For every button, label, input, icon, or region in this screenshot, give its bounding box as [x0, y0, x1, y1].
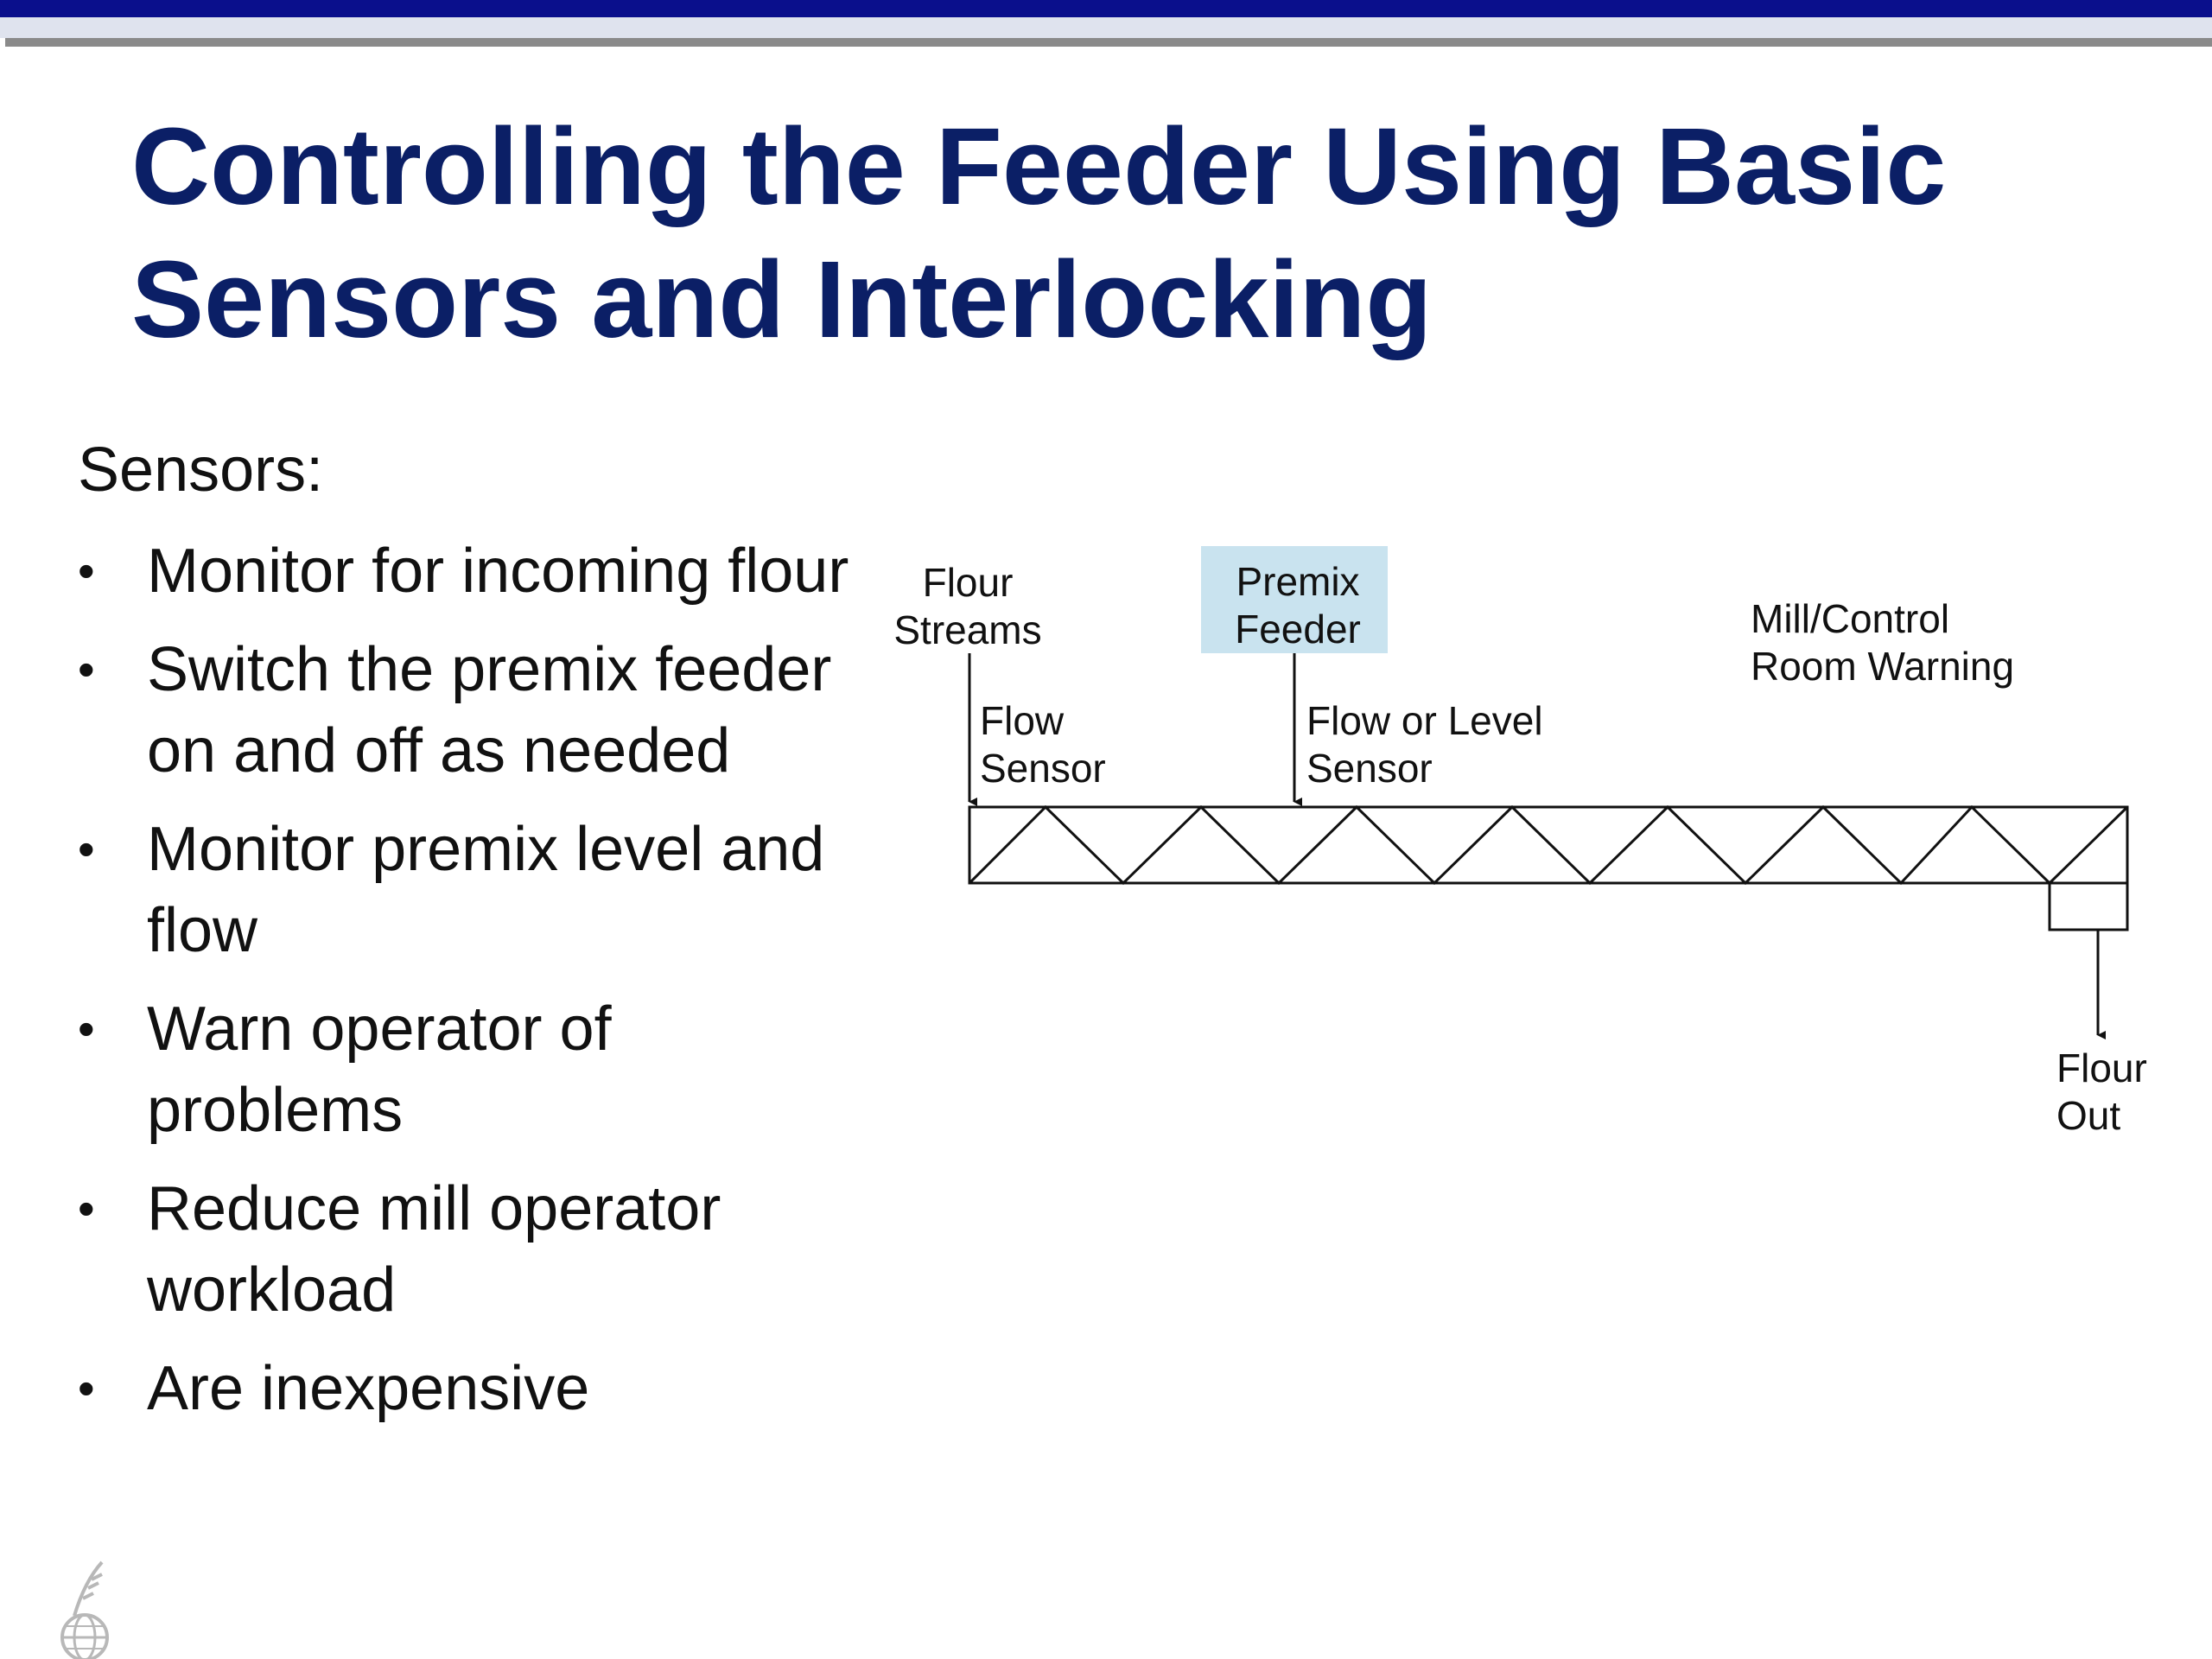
flow-sensor-label-line-2: Sensor: [980, 746, 1106, 791]
header-bar: [0, 0, 2212, 17]
bullet-dot: •: [78, 1181, 95, 1236]
flour-out-label-line-1: Flour: [2056, 1046, 2147, 1090]
bullet-text-line-2: flow: [147, 896, 258, 965]
premix-feeder-box: [1201, 546, 1388, 653]
bullet-text: Monitor for incoming flour: [147, 537, 849, 606]
header-band: [0, 17, 2212, 38]
bullet-item: • Switch the premix feeder on and off as…: [78, 629, 873, 791]
screw-conveyor: [968, 805, 2129, 885]
sensors-heading: Sensors:: [78, 435, 324, 505]
bullet-text-line-1: Switch the premix feeder: [147, 635, 832, 704]
flow-level-sensor-label-line-2: Sensor: [1306, 746, 1433, 791]
sensor-bullet-list: • Monitor for incoming flour • Switch th…: [78, 531, 873, 1446]
bullet-text-line-2: workload: [147, 1255, 397, 1325]
screw-flight-zigzag: [968, 804, 2129, 886]
slide-title-line-2: Sensors and Interlocking: [131, 238, 1433, 360]
flow-sensor-label-line-1: Flow: [980, 698, 1065, 743]
mill-control-warning-label-line-1: Mill/Control: [1751, 596, 1949, 641]
bullet-item: • Are inexpensive: [78, 1348, 873, 1429]
bullet-item: • Warn operator of problems: [78, 988, 873, 1151]
bullet-item: • Monitor premix level and flow: [78, 809, 873, 971]
slide-title-line-1: Controlling the Feeder Using Basic: [131, 105, 1947, 227]
bullet-dot: •: [78, 822, 95, 876]
flour-out-label-line-2: Out: [2056, 1093, 2120, 1138]
bullet-dot: •: [78, 1361, 95, 1415]
premix-feeder-label-line-2: Feeder: [1235, 607, 1361, 652]
bullet-text: Are inexpensive: [147, 1354, 590, 1423]
flow-level-sensor-label-line-1: Flow or Level: [1306, 698, 1543, 743]
slide-title: Controlling the Feeder Using Basic Senso…: [131, 100, 2119, 366]
mill-control-warning-label-line-2: Room Warning: [1751, 644, 2014, 689]
flour-streams-label-line-2: Streams: [893, 607, 1041, 652]
bullet-text-line-2: problems: [147, 1076, 404, 1145]
bullet-item: • Monitor for incoming flour: [78, 531, 873, 612]
bullet-dot: •: [78, 1001, 95, 1056]
bullet-text-line-1: Warn operator of: [147, 995, 612, 1064]
bullet-text-line-1: Reduce mill operator: [147, 1174, 721, 1243]
bullet-dot: •: [78, 543, 95, 598]
premix-feeder-label-line-1: Premix: [1236, 559, 1359, 604]
discharge-spout: [2048, 883, 2129, 931]
flour-streams-label-line-1: Flour: [923, 560, 1014, 605]
bullet-item: • Reduce mill operator workload: [78, 1168, 873, 1331]
wheat-globe-icon: [60, 1560, 109, 1659]
bullet-text-line-1: Monitor premix level and: [147, 815, 825, 884]
bullet-text-line-2: on and off as needed: [147, 716, 731, 785]
bullet-dot: •: [78, 642, 95, 696]
header-rule: [5, 38, 2212, 47]
